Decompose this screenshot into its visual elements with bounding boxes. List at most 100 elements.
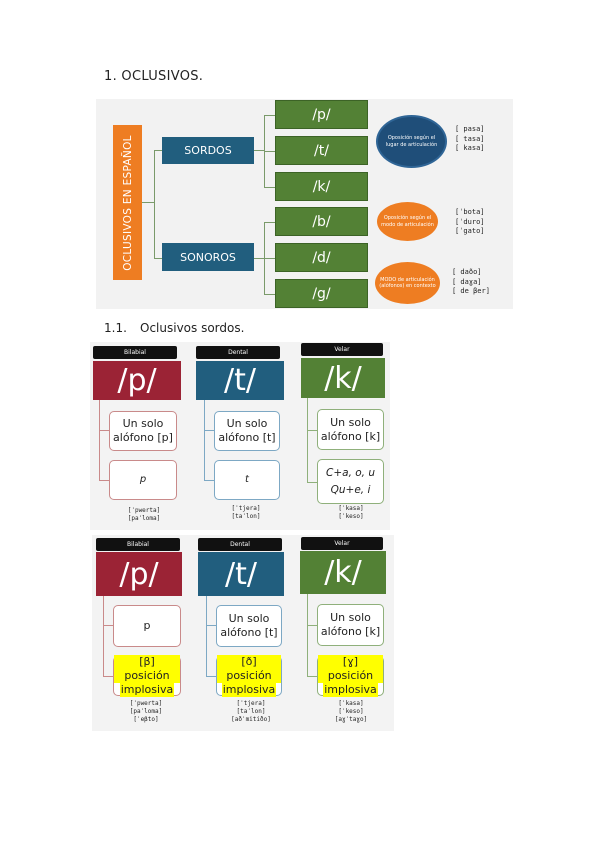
subsection-number: 1.1. [104, 321, 127, 335]
connector [204, 430, 214, 431]
example-line: [ˈbota] [455, 208, 485, 216]
example-line: [ˈpwerta] [127, 507, 161, 514]
connector [99, 480, 109, 481]
example-line: [ daðo] [452, 268, 482, 276]
example-line: [ˈkeso] [338, 513, 364, 520]
alofono-box: Un solo alófono [p] [109, 411, 177, 451]
example-line: [aðˈmitiðo] [231, 716, 271, 723]
implosiva-line: [ð] posición [217, 655, 281, 683]
example-line: [ˈkeso] [338, 708, 364, 715]
example-line: [ˈgato] [455, 227, 485, 235]
connector [264, 294, 275, 295]
example-line: [ˈkasa] [338, 700, 364, 707]
connector [307, 594, 308, 676]
phoneme-t-tile: /t/ [196, 361, 284, 400]
connector [206, 596, 207, 676]
example-line: [ daɣa] [452, 277, 482, 286]
example-line: [ˈkasa] [338, 505, 364, 512]
tag-dental: Dental [196, 346, 280, 359]
examples: [ˈpwerta] [paˈloma] [112, 507, 176, 523]
implosiva-line: [β] posición [114, 655, 180, 683]
subsection-title: Oclusivos sordos. [140, 321, 245, 335]
connector [307, 625, 317, 626]
examples: [ˈkasa] [ˈkeso] [aɣˈtaɣo] [318, 700, 384, 724]
connector [307, 430, 317, 431]
tag-bilabial: Bilabial [96, 538, 180, 551]
spelling-line: Qu+e, i [330, 483, 371, 496]
phoneme-b-box: /b/ [275, 207, 368, 236]
examples: [ˈtjera] [taˈlon] [aðˈmitiðo] [216, 700, 286, 724]
connector [99, 430, 109, 431]
connector [103, 625, 113, 626]
spelling-line: C+a, o, u [326, 466, 375, 479]
tag-dental: Dental [198, 538, 282, 551]
connector [206, 676, 216, 677]
implosiva-box: [ɣ] posición implosiva [317, 655, 384, 697]
connector [264, 151, 275, 152]
example-line: [ pasa] [455, 125, 485, 133]
phoneme-p-tile: /p/ [96, 552, 182, 596]
phoneme-g-box: /g/ [275, 279, 368, 308]
phoneme-k-tile: /k/ [300, 551, 386, 594]
implosiva-line: implosiva [323, 683, 378, 697]
connector [154, 150, 162, 151]
example-line: [ˈtjera] [236, 700, 266, 707]
examples: [ˈpwerta] [paˈloma] [ˈeβto] [114, 700, 178, 724]
connector [264, 258, 275, 259]
alofono-box: Un solo alófono [k] [317, 409, 384, 450]
tag-velar: Velar [301, 537, 383, 550]
sonoros-box: SONOROS [162, 243, 254, 271]
spelling-box: C+a, o, u Qu+e, i [317, 459, 384, 504]
examples: [ˈtjera] [taˈlon] [214, 505, 278, 521]
connector [154, 150, 155, 258]
tag-velar: Velar [301, 343, 383, 356]
connector [142, 202, 154, 203]
alofono-box: p [113, 605, 181, 647]
phoneme-p-tile: /p/ [93, 361, 181, 400]
implosiva-box: [β] posición implosiva [113, 655, 181, 697]
example-line: [taˈlon] [236, 708, 266, 715]
vertical-label: OCLUSIVOS EN ESPAÑOL [121, 134, 134, 271]
example-line: [aɣˈtaɣo] [334, 716, 368, 723]
examples-sordos: [ pasa] [ tasa] [ kasa] [455, 125, 485, 154]
examples-sonoros: [ˈbota] [ˈduro] [ˈgato] [455, 208, 485, 237]
examples-sonoros-alofonos: [ daðo] [ daɣa] [ de βer] [452, 268, 490, 297]
connector [264, 187, 275, 188]
oval-alofonos: MODO de articulación (alófonos) en conte… [375, 262, 440, 304]
connector [254, 150, 264, 151]
implosiva-line: [ɣ] posición [318, 655, 383, 683]
oval-lugar-articulacion: Oposición según el lugar de articulación [376, 115, 447, 168]
example-line: [ˈtjera] [231, 505, 261, 512]
example-line: [ kasa] [455, 144, 485, 152]
vertical-label-box: OCLUSIVOS EN ESPAÑOL [113, 125, 142, 280]
connector [307, 676, 317, 677]
phoneme-k-box: /k/ [275, 172, 368, 201]
phoneme-k-tile: /k/ [301, 358, 385, 398]
phoneme-t-tile: /t/ [198, 552, 284, 596]
connector [103, 596, 104, 676]
connector [307, 398, 308, 482]
example-line: [paˈloma] [129, 708, 163, 715]
connector [204, 400, 205, 480]
connector [206, 625, 216, 626]
example-line: [ de βer] [452, 287, 490, 295]
example-line: [taˈlon] [231, 513, 261, 520]
example-line: [ˈduro] [455, 217, 485, 226]
connector [264, 222, 275, 223]
example-line: [ˈpwerta] [129, 700, 163, 707]
allophone-t-box: t [214, 460, 280, 500]
implosiva-line: implosiva [221, 683, 277, 697]
sordos-box: SORDOS [162, 137, 254, 164]
examples: [ˈkasa] [ˈkeso] [319, 505, 383, 521]
phoneme-t-box: /t/ [275, 136, 368, 165]
connector [264, 115, 275, 116]
tag-bilabial: Bilabial [93, 346, 177, 359]
subsection-heading: 1.1. Oclusivos sordos. [104, 321, 244, 335]
alofono-box: Un solo alófono [t] [216, 605, 282, 647]
implosiva-box: [ð] posición implosiva [216, 655, 282, 697]
alofono-box: Un solo alófono [k] [317, 604, 384, 646]
alofono-box: Un solo alófono [t] [214, 411, 280, 451]
connector [103, 676, 113, 677]
connector [204, 480, 214, 481]
diagram-background [96, 99, 513, 309]
